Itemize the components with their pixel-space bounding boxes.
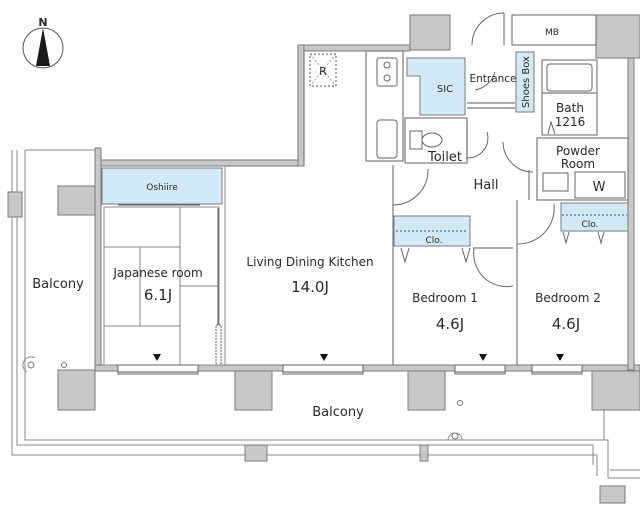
meter-box: MB (511, 14, 597, 46)
japanese-room: Japanese room 6.1J (103, 206, 222, 366)
toilet-room: Toilet (404, 117, 489, 165)
toilet-label: Toilet (427, 150, 462, 165)
sic-storage: SIC (406, 57, 466, 116)
entrance: Entrance (467, 12, 517, 109)
oshiire-closet: Oshiire (101, 167, 223, 206)
refrigerator-label: R (319, 65, 327, 78)
balcony-south-label: Balcony (312, 405, 364, 420)
entrance-label: Entrance (469, 73, 516, 85)
bedroom1-closet-label: Clo. (426, 236, 443, 246)
japanese-room-label: Japanese room (112, 266, 202, 280)
powder-room-label-1: Powder (556, 144, 600, 158)
bath-label: Bath (556, 101, 584, 115)
powder-room-label-2: Room (561, 157, 595, 171)
washer-label: W (593, 180, 606, 195)
shoes-box-label: Shoes Box (521, 56, 532, 108)
north-compass-icon: N (22, 16, 64, 69)
balcony-west-label: Balcony (32, 277, 84, 292)
kitchen-fixtures (376, 57, 398, 159)
mb-label: MB (545, 28, 559, 38)
compass-label: N (38, 16, 47, 29)
japanese-room-size: 6.1J (144, 286, 172, 304)
bedroom2-size: 4.6J (552, 315, 580, 333)
powder-room: Powder Room W (502, 137, 629, 201)
bedroom1-size: 4.6J (436, 315, 464, 333)
bedroom-1: Clo. Bedroom 1 4.6J (393, 215, 514, 361)
sic-label: SIC (437, 84, 453, 95)
bath-size: 1216 (555, 115, 586, 129)
ldk-label: Living Dining Kitchen (246, 255, 373, 269)
hall: Hall (392, 165, 530, 365)
bedroom1-label: Bedroom 1 (412, 291, 478, 305)
windows (117, 364, 583, 375)
refrigerator: R (309, 53, 337, 87)
oshiire-label: Oshiire (146, 183, 178, 193)
shoes-box: Shoes Box (515, 51, 535, 113)
hall-label: Hall (474, 178, 499, 193)
bedroom-2: Clo. Bedroom 2 4.6J (517, 202, 629, 361)
ldk-size: 14.0J (291, 278, 329, 296)
columns (57, 14, 640, 411)
bath-room: Bath 1216 (541, 59, 598, 136)
living-dining-kitchen: Living Dining Kitchen 14.0J (224, 166, 374, 365)
bedroom2-label: Bedroom 2 (535, 291, 601, 305)
balcony-railing (7, 149, 640, 504)
bedroom2-closet-label: Clo. (582, 220, 599, 230)
